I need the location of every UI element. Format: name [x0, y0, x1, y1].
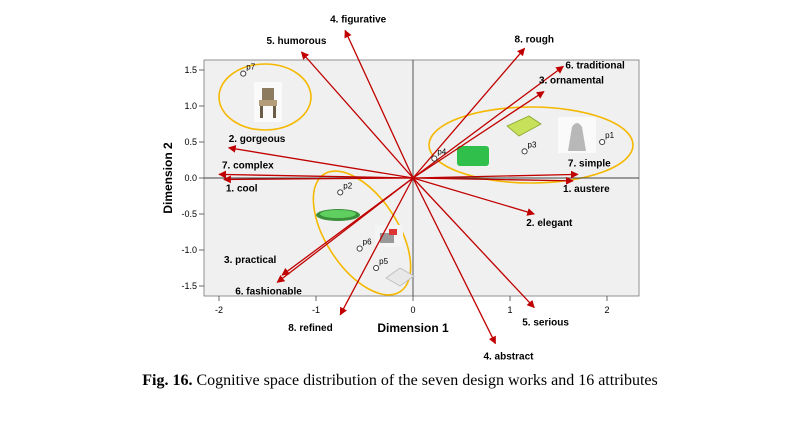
design-point: [599, 138, 606, 146]
attribute-arrow: [412, 177, 535, 309]
y-axis-label: Dimension 2: [161, 142, 175, 214]
y-tick-label: -0.5: [181, 209, 197, 219]
attribute-label: 1. cool: [226, 183, 258, 194]
cluster-p7: [218, 63, 312, 131]
axis-ticks: -2 -1 0 1 2 1.5 1.0 0.5 0.0 -0.5 -1.0 -1.5: [181, 65, 609, 315]
attribute-label: 8. refined: [288, 323, 332, 334]
attribute-arrow: [412, 177, 497, 345]
attribute-arrow: [227, 145, 414, 179]
y-tick-label: 1.5: [184, 65, 197, 75]
green-tray-thumbnail: [506, 115, 542, 137]
x-tick-label: 2: [604, 305, 609, 315]
green-dish-thumbnail: [316, 209, 360, 221]
x-axis-label: Dimension 1: [377, 321, 449, 335]
y-tick-label: 0.0: [184, 173, 197, 183]
design-points: p1 p2 p3 p4 p5 p6 p7: [240, 63, 615, 272]
clusters: [218, 63, 634, 296]
attribute-label: 2. elegant: [526, 218, 573, 229]
attribute-label: 1. austere: [563, 184, 610, 195]
x-tick-label: 1: [507, 305, 512, 315]
attribute-arrow: [344, 29, 414, 179]
x-tick-label: -1: [312, 305, 320, 315]
design-point-label: p2: [343, 181, 352, 190]
attribute-label: 7. complex: [222, 160, 274, 171]
attribute-arrow: [412, 65, 564, 179]
attribute-vectors: 4. figurative 5. humorous 8. rough 6. tradi…: [218, 14, 625, 363]
attribute-label: 4. abstract: [483, 352, 534, 363]
design-point-label: p3: [528, 140, 537, 149]
chair-thumbnail: [254, 82, 282, 122]
y-tick-label: 0.5: [184, 137, 197, 147]
green-cushion-thumbnail: [457, 146, 489, 166]
attribute-label: 3. ornamental: [539, 76, 604, 87]
attribute-arrow: [412, 170, 579, 179]
caption-prefix: Fig. 16.: [142, 372, 193, 389]
design-point-label: p6: [363, 238, 372, 247]
design-point-label: p7: [246, 63, 255, 72]
attribute-label: 7. simple: [568, 158, 611, 169]
attribute-arrow: [300, 51, 414, 179]
attribute-arrow: [339, 177, 414, 316]
design-point-label: p4: [437, 148, 446, 157]
tile-thumbnail-p5: [385, 267, 415, 287]
figure-caption: Fig. 16. Cognitive space distribution of…: [0, 372, 800, 390]
attribute-label: 3. practical: [224, 255, 276, 266]
design-thumbnails: [254, 82, 596, 287]
y-tick-label: -1.5: [181, 281, 197, 291]
attribute-arrow: [412, 177, 535, 216]
y-tick-label: -1.0: [181, 245, 197, 255]
design-point: [356, 245, 363, 252]
attribute-arrow: [412, 91, 545, 179]
cluster-lower: [312, 170, 412, 296]
attribute-arrow: [223, 175, 414, 184]
x-tick-label: -2: [215, 305, 223, 315]
design-point: [431, 155, 438, 162]
attribute-label: 2. gorgeous: [229, 134, 286, 145]
caption-text: Cognitive space distribution of the seve…: [192, 372, 658, 389]
attribute-arrow: [218, 170, 414, 179]
tray-thumbnail-p6: [375, 225, 403, 247]
vase-thumbnail: [558, 117, 596, 153]
attribute-label: 5. humorous: [266, 36, 326, 47]
y-tick-label: 1.0: [184, 101, 197, 111]
design-point-label: p5: [379, 257, 388, 266]
attribute-label: 8. rough: [515, 34, 554, 45]
design-point: [240, 70, 247, 77]
attribute-label: 6. traditional: [565, 60, 625, 71]
design-point: [373, 264, 380, 272]
attribute-arrow: [276, 177, 414, 283]
attribute-label: 4. figurative: [330, 14, 387, 25]
attribute-label: 5. serious: [522, 318, 569, 329]
cluster-right: [428, 106, 634, 184]
attribute-arrow: [412, 47, 526, 179]
x-tick-label: 0: [410, 305, 415, 315]
design-point: [337, 189, 344, 196]
design-point-label: p1: [605, 131, 614, 140]
attribute-label: 6. fashionable: [235, 286, 302, 297]
attribute-arrow: [412, 176, 574, 185]
design-point: [521, 148, 528, 155]
